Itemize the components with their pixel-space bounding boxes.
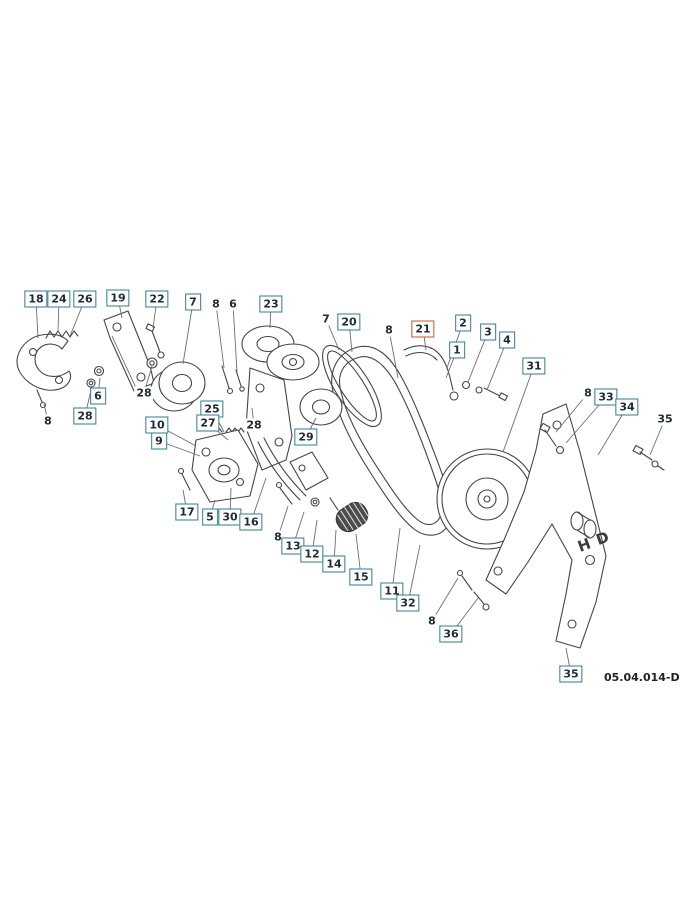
callout-18[interactable]: 18 — [24, 290, 48, 308]
curved-arm-drawing — [257, 437, 307, 501]
callout-17[interactable]: 17 — [175, 503, 199, 521]
callout-22[interactable]: 22 — [145, 290, 169, 308]
callout-10[interactable]: 10 — [145, 416, 169, 434]
callout-23[interactable]: 23 — [259, 295, 283, 313]
callout-27[interactable]: 27 — [196, 414, 220, 432]
center-bracket-drawing — [245, 367, 293, 471]
callout-28: 28 — [134, 386, 154, 400]
callout-2[interactable]: 2 — [455, 314, 471, 332]
tensioner-plate-drawing — [177, 429, 259, 503]
callout-1[interactable]: 1 — [449, 341, 465, 359]
stud-drawing — [221, 365, 245, 395]
spring-drawing — [45, 330, 79, 339]
mount-plate-drawing — [103, 310, 155, 392]
callout-7[interactable]: 7 — [185, 293, 201, 311]
diagram-code: 05.04.014-D — [604, 671, 680, 684]
callout-8: 8 — [272, 530, 284, 544]
callout-31[interactable]: 31 — [522, 357, 546, 375]
bolt-22-drawing — [145, 323, 165, 359]
callout-35: 35 — [655, 412, 675, 426]
guide-bracket-drawing — [275, 451, 339, 511]
double-pulley-drawing — [241, 325, 320, 381]
callout-6: 6 — [227, 297, 239, 311]
idler-arm-drawing — [16, 333, 72, 409]
right-hardware-drawing — [539, 422, 665, 539]
callout-8: 8 — [210, 297, 222, 311]
callout-12[interactable]: 12 — [300, 545, 324, 563]
callout-29[interactable]: 29 — [294, 428, 318, 446]
callout-34[interactable]: 34 — [615, 398, 639, 416]
callout-30[interactable]: 30 — [218, 508, 242, 526]
callout-5[interactable]: 5 — [202, 508, 218, 526]
callout-8: 8 — [582, 386, 594, 400]
callout-8: 8 — [383, 323, 395, 337]
callout-15[interactable]: 15 — [349, 568, 373, 586]
callout-28[interactable]: 28 — [73, 407, 97, 425]
washer-drawing — [86, 357, 158, 388]
callout-4[interactable]: 4 — [499, 331, 515, 349]
callout-20[interactable]: 20 — [337, 313, 361, 331]
frame-bracket-drawing — [485, 403, 607, 649]
callout-16[interactable]: 16 — [239, 513, 263, 531]
pulley-29-drawing — [299, 388, 343, 426]
callout-36[interactable]: 36 — [439, 625, 463, 643]
callout-35[interactable]: 35 — [559, 665, 583, 683]
callout-19[interactable]: 19 — [106, 289, 130, 307]
callout-21[interactable]: 21 — [411, 320, 435, 338]
callout-26[interactable]: 26 — [73, 290, 97, 308]
roller-drawing — [150, 361, 206, 412]
callout-6[interactable]: 6 — [90, 387, 106, 405]
callout-8: 8 — [42, 414, 54, 428]
callout-9[interactable]: 9 — [151, 432, 167, 450]
callout-7: 7 — [320, 312, 332, 326]
callout-33[interactable]: 33 — [594, 388, 618, 406]
callout-3[interactable]: 3 — [480, 323, 496, 341]
callout-8: 8 — [426, 614, 438, 628]
callout-24[interactable]: 24 — [47, 290, 71, 308]
idler-belt-drawing — [322, 344, 382, 428]
small-spring-drawing — [225, 427, 245, 433]
callout-28: 28 — [244, 418, 264, 432]
knurled-roller-drawing — [335, 501, 370, 533]
callout-14[interactable]: 14 — [322, 555, 346, 573]
callout-32[interactable]: 32 — [396, 594, 420, 612]
tension-rod-drawing — [403, 345, 509, 402]
frame-bolt-drawing — [456, 569, 490, 611]
